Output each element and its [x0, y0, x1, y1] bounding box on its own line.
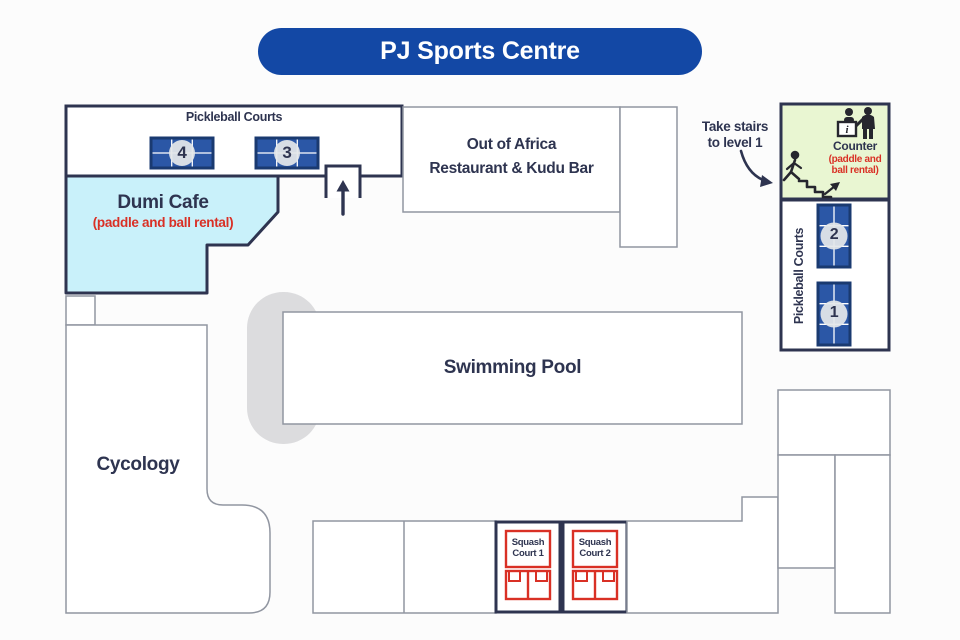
pickleball-hall-outline — [64, 104, 404, 178]
counter-note-line2: ball rental) — [831, 165, 879, 176]
swimming-pool-area — [282, 311, 743, 425]
court-3-number: 3 — [282, 143, 292, 162]
pickleball-court-4-icon — [149, 136, 215, 170]
pickleball-court-1-icon — [816, 281, 852, 347]
court-4-number: 4 — [177, 143, 187, 162]
stairs-note-line2: to level 1 — [707, 135, 763, 150]
cycology-area — [65, 324, 271, 614]
info-desk-icon: i — [836, 107, 875, 139]
bottom-right-band — [626, 496, 779, 614]
swimming-pool-label: Swimming Pool — [443, 357, 582, 378]
pickleball-top-label: Pickleball Courts — [185, 110, 283, 124]
entrance-door-icon — [324, 164, 362, 216]
restaurant-label-line1: Out of Africa — [466, 136, 557, 153]
cycology-label: Cycology — [96, 454, 180, 475]
bottom-right-room-left — [777, 454, 836, 569]
cycology-closet — [65, 295, 96, 326]
restaurant-area — [402, 106, 621, 213]
counter-label: Counter — [833, 139, 877, 153]
pickleball-court-2-icon — [816, 203, 852, 269]
squash-court-2-label-line2: Court 2 — [579, 548, 611, 559]
title-banner: PJ Sports Centre — [258, 28, 702, 75]
squash-court-2-label-line1: Squash — [578, 537, 612, 548]
page-title: PJ Sports Centre — [380, 37, 580, 65]
dumi-cafe-note: (paddle and ball rental) — [92, 215, 234, 230]
counter-note: (paddle and ball rental) — [818, 154, 892, 176]
squash-court-2-diagram-icon — [571, 529, 619, 601]
court-1-number: 1 — [829, 304, 839, 321]
squash-court-1-label-line1: Squash — [511, 537, 545, 548]
stairs-note-line1: Take stairs — [701, 119, 769, 134]
restaurant-annex — [619, 106, 678, 248]
squash-court-1-label: Squash Court 1 — [498, 537, 558, 559]
pickleball-court-3-icon — [254, 136, 320, 170]
squash-court-2-label: Squash Court 2 — [565, 537, 625, 559]
pickleball-right-label: Pickleball Courts — [792, 227, 806, 325]
counter-note-line1: (paddle and — [828, 154, 882, 165]
dumi-cafe-area — [64, 174, 280, 295]
court-2-number: 2 — [829, 226, 839, 243]
stairs-icon — [782, 150, 840, 199]
restaurant-label: Out of Africa Restaurant & Kudu Bar — [403, 133, 620, 181]
squash-court-1-label-line2: Court 1 — [512, 548, 544, 559]
bottom-right-room-top — [777, 389, 891, 456]
up-arrow-icon — [336, 180, 350, 192]
dumi-cafe-label: Dumi Cafe — [117, 192, 209, 213]
squash-court-1-diagram-icon — [504, 529, 552, 601]
restaurant-label-line2: Restaurant & Kudu Bar — [429, 160, 594, 177]
stairs-note: Take stairs to level 1 — [692, 119, 778, 151]
info-letter: i — [845, 124, 849, 136]
bottom-right-room-right — [834, 454, 891, 614]
curved-arrow-icon — [739, 149, 773, 187]
